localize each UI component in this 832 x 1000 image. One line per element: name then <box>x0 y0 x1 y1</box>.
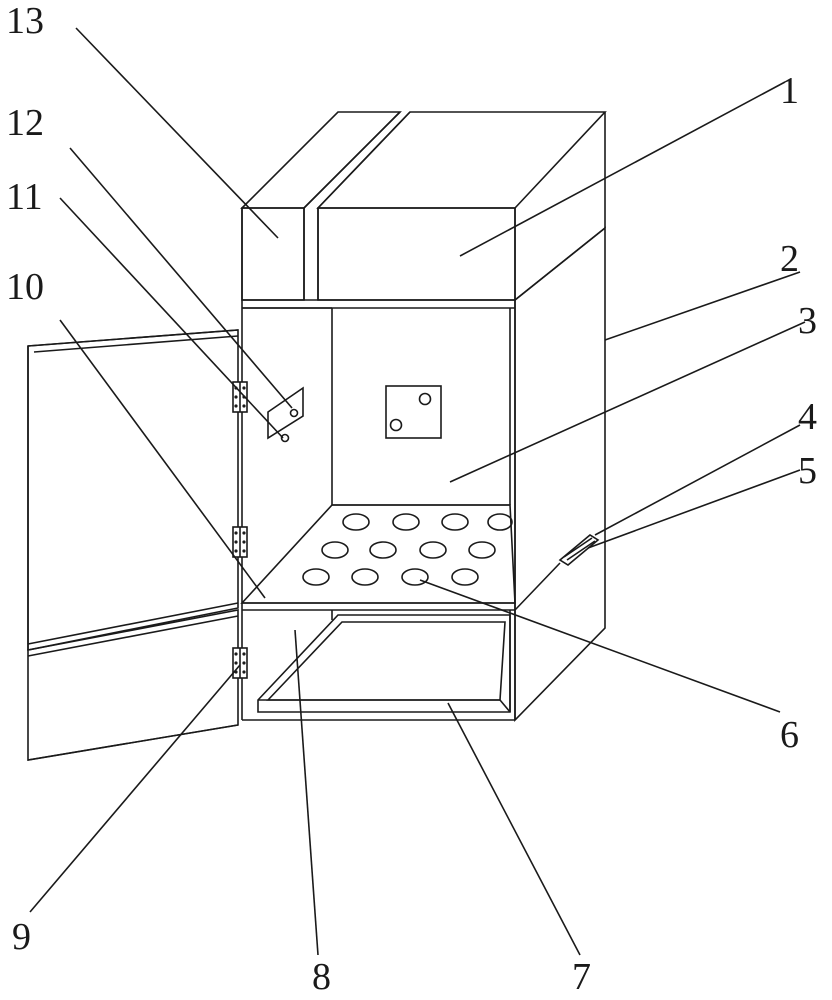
leader-1 <box>459 81 786 257</box>
tray-top-face <box>240 504 516 604</box>
leader-2 <box>604 271 801 341</box>
cabinet-body <box>241 208 606 722</box>
top-left-box-top <box>240 111 402 209</box>
upper-door-panel <box>27 329 239 651</box>
control-box-knob-top <box>418 392 432 406</box>
hinge-lower <box>232 647 248 679</box>
leader-lines <box>29 27 806 956</box>
side-inner-dot-lower <box>280 433 290 443</box>
right-side-panel <box>514 226 606 722</box>
callout-3: 3 <box>798 300 817 342</box>
leader-8 <box>294 629 319 956</box>
callout-1: 1 <box>780 70 799 112</box>
callout-7: 7 <box>572 956 591 998</box>
callout-13: 13 <box>6 0 44 42</box>
middle-chamber <box>242 307 511 506</box>
callout-10: 10 <box>6 266 44 308</box>
side-inner-dot-upper <box>289 408 299 418</box>
callout-4: 4 <box>798 396 817 438</box>
leader-4 <box>594 424 801 536</box>
leader-11 <box>59 197 284 439</box>
top-main-box-top <box>316 111 607 209</box>
drawer-tray <box>257 614 511 713</box>
latch-plate <box>558 534 600 566</box>
leader-5 <box>587 469 801 549</box>
side-inner-panel <box>267 386 304 440</box>
callout-11: 11 <box>6 176 43 218</box>
leader-10 <box>59 319 266 599</box>
callout-2: 2 <box>780 238 799 280</box>
side-latch <box>514 534 600 611</box>
upper-door <box>27 329 239 651</box>
lower-door-panel <box>27 609 239 761</box>
drawer-tray-rim <box>266 621 506 701</box>
leader-9 <box>29 664 241 913</box>
perforated-tray <box>240 504 516 611</box>
callout-12: 12 <box>6 102 44 144</box>
leader-6 <box>419 579 781 713</box>
top-left-box-front <box>241 207 305 301</box>
leader-12 <box>69 147 293 409</box>
leader-13 <box>75 27 279 239</box>
lower-door <box>27 609 239 761</box>
leader-3 <box>449 321 806 483</box>
hinge-middle <box>232 526 248 558</box>
control-box-knob-bottom <box>389 418 403 432</box>
callout-9: 9 <box>12 916 31 958</box>
lower-chamber <box>257 610 511 713</box>
leader-7 <box>447 702 581 956</box>
control-box <box>385 385 442 439</box>
callout-5: 5 <box>798 450 817 492</box>
callout-6: 6 <box>780 714 799 756</box>
callout-8: 8 <box>312 956 331 998</box>
top-main-box-front <box>317 207 516 301</box>
